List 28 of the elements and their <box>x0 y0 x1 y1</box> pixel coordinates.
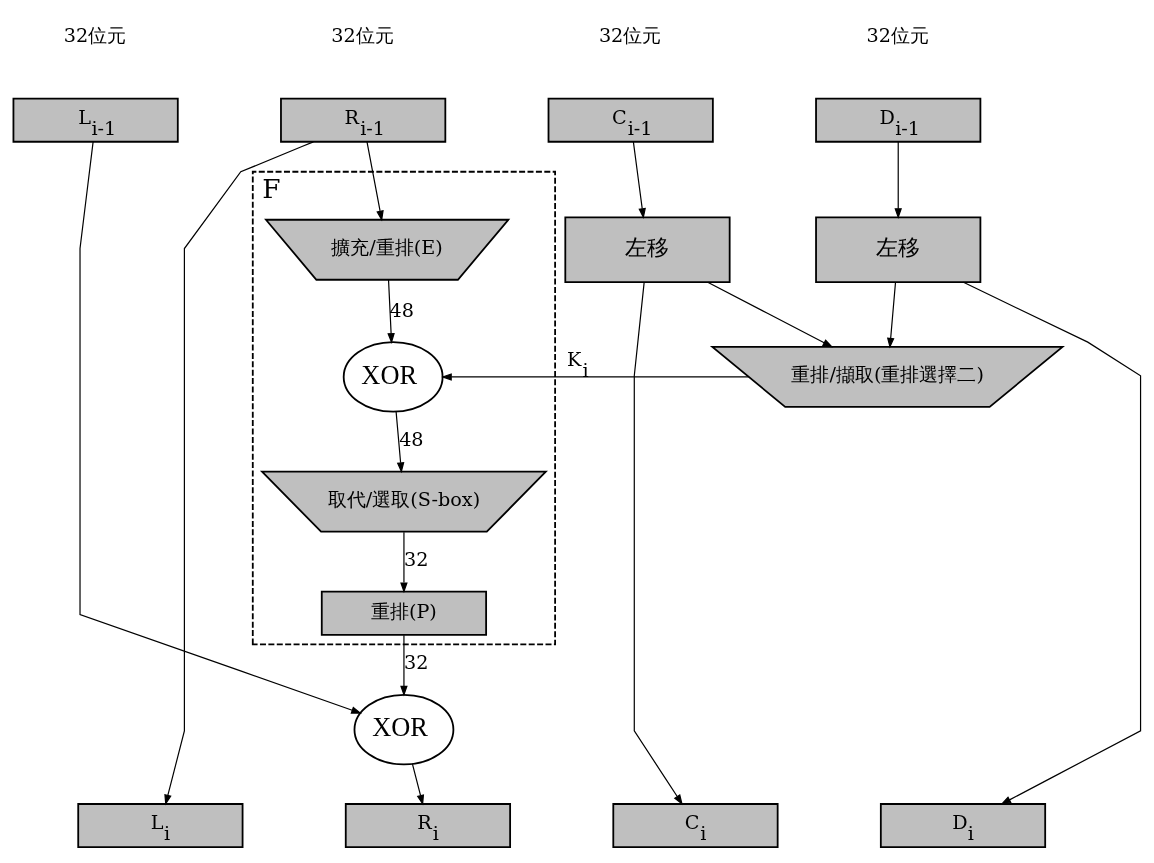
arrow <box>400 531 408 594</box>
arrow <box>395 411 405 474</box>
label: 32位元 <box>331 23 394 47</box>
edge-label: 48 <box>389 298 414 322</box>
arrow <box>894 141 902 220</box>
arrow <box>633 281 683 806</box>
arrow <box>411 763 425 806</box>
arrow <box>79 141 362 714</box>
node-box: 左移 <box>815 216 982 284</box>
edge-label: 32 <box>403 651 429 675</box>
arrow <box>707 281 834 348</box>
edge-label: 32 <box>403 548 429 572</box>
node-ellipse: XOR <box>353 693 455 766</box>
arrow <box>632 141 646 220</box>
arrow <box>886 281 897 349</box>
edge-label: 48 <box>399 428 424 452</box>
arrow <box>366 141 384 222</box>
arrow <box>962 281 1142 805</box>
label: 32位元 <box>63 23 127 47</box>
arrow <box>387 279 395 344</box>
node-ellipse: XOR <box>342 341 444 413</box>
node-box: 左移 <box>564 216 731 284</box>
node-box: 重排(P) <box>320 590 487 636</box>
label: 32位元 <box>866 23 929 47</box>
arrow <box>400 634 408 697</box>
arrow <box>441 373 750 381</box>
label: 32位元 <box>598 23 662 47</box>
arrow <box>164 141 314 806</box>
